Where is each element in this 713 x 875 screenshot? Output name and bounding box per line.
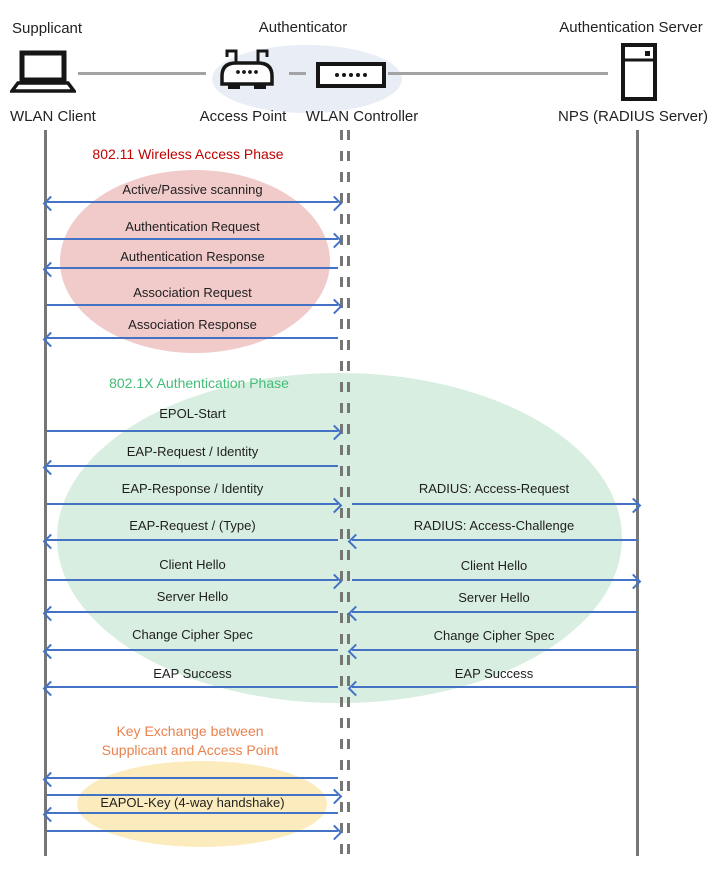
arrow-active-passive-scanning (42, 195, 343, 211)
message-label: Change Cipher Spec (433, 628, 555, 643)
connector-client-ap (78, 72, 206, 75)
phase-key-exchange-ellipse (77, 761, 327, 847)
arrow-4way-handshake-msg1 (42, 771, 338, 787)
arrow-eap-response-identity (47, 497, 343, 513)
connector-ap-controller (289, 72, 306, 75)
arrow-client-hello-left-lane (47, 573, 343, 589)
phase-title-802-1x: 802.1X Authentication Phase (109, 375, 289, 391)
role-authentication-server: Authentication Server (559, 19, 703, 36)
arrow-eap-success-right-lane (347, 680, 637, 696)
message-label: Authentication Request (125, 219, 260, 234)
arrow-4way-handshake-msg3 (42, 806, 338, 822)
message-label: EAP Success (454, 666, 534, 681)
arrow-change-cipher-spec-right-lane (347, 643, 637, 659)
message-label: EAP-Request / Identity (126, 444, 259, 459)
message-label: Change Cipher Spec (132, 627, 253, 642)
role-authenticator: Authenticator (258, 19, 348, 36)
wlan-controller-icon (316, 62, 386, 88)
device-label-nps-radius-server: NPS (RADIUS Server) (557, 108, 709, 125)
arrow-eap-request-identity (42, 459, 338, 475)
lifeline-wlan-client (44, 130, 47, 856)
device-label-wlan-client: WLAN Client (10, 108, 96, 125)
role-supplicant: Supplicant (12, 20, 83, 37)
device-label-wlan-controller: WLAN Controller (305, 108, 419, 125)
arrow-server-hello-left-lane (42, 605, 338, 621)
arrow-eap-request-type (42, 533, 338, 549)
message-label: Server Hello (156, 589, 229, 604)
access-point-icon (216, 46, 278, 94)
message-label: Client Hello (460, 558, 528, 573)
message-label: Server Hello (458, 590, 530, 605)
message-label: RADIUS: Access-Request (418, 481, 570, 496)
server-icon (620, 43, 658, 101)
arrow-4way-handshake-msg2 (47, 788, 343, 804)
phase-802-11-ellipse (60, 170, 330, 353)
message-label: EAP-Response / Identity (121, 481, 264, 496)
message-label: Client Hello (159, 557, 226, 572)
lifeline-wlan-controller-dash-2 (347, 130, 350, 856)
arrow-authentication-response (42, 261, 338, 277)
message-label: Association Response (128, 317, 257, 332)
message-label: EPOL-Start (159, 406, 226, 421)
arrow-4way-handshake-msg4 (47, 824, 343, 840)
device-label-access-point: Access Point (199, 108, 287, 125)
phase-title-key-exchange-line2: Supplicant and Access Point (101, 742, 279, 758)
message-label: RADIUS: Access-Challenge (413, 518, 575, 533)
message-label: Authentication Response (120, 249, 265, 264)
message-label: EAP-Request / (Type) (129, 518, 256, 533)
phase-title-key-exchange-line1: Key Exchange between (116, 723, 264, 739)
arrow-authentication-request (47, 232, 343, 248)
arrow-server-hello-right-lane (347, 605, 637, 621)
arrow-radius-access-request (352, 497, 642, 513)
arrow-client-hello-right-lane (352, 573, 642, 589)
lifeline-wlan-controller-dash-1 (340, 130, 343, 856)
arrow-epol-start (47, 424, 343, 440)
message-label: Association Request (133, 285, 252, 300)
arrow-change-cipher-spec-left-lane (42, 643, 338, 659)
arrow-association-request (47, 298, 343, 314)
phase-title-802-11: 802.11 Wireless Access Phase (92, 146, 284, 162)
message-label: Active/Passive scanning (122, 182, 263, 197)
lifeline-nps-server (636, 130, 639, 856)
connector-controller-server (388, 72, 608, 75)
laptop-icon (10, 50, 76, 96)
arrow-eap-success-left-lane (42, 680, 338, 696)
message-label: EAP Success (153, 666, 232, 681)
arrow-association-response (42, 331, 338, 347)
phase-802-1x-ellipse (57, 373, 622, 703)
message-label-eapol-key: EAPOL-Key (4-way handshake) (100, 795, 285, 810)
arrow-radius-access-challenge (347, 533, 637, 549)
phase-title-key-exchange: Key Exchange between Supplicant and Acce… (60, 722, 320, 760)
